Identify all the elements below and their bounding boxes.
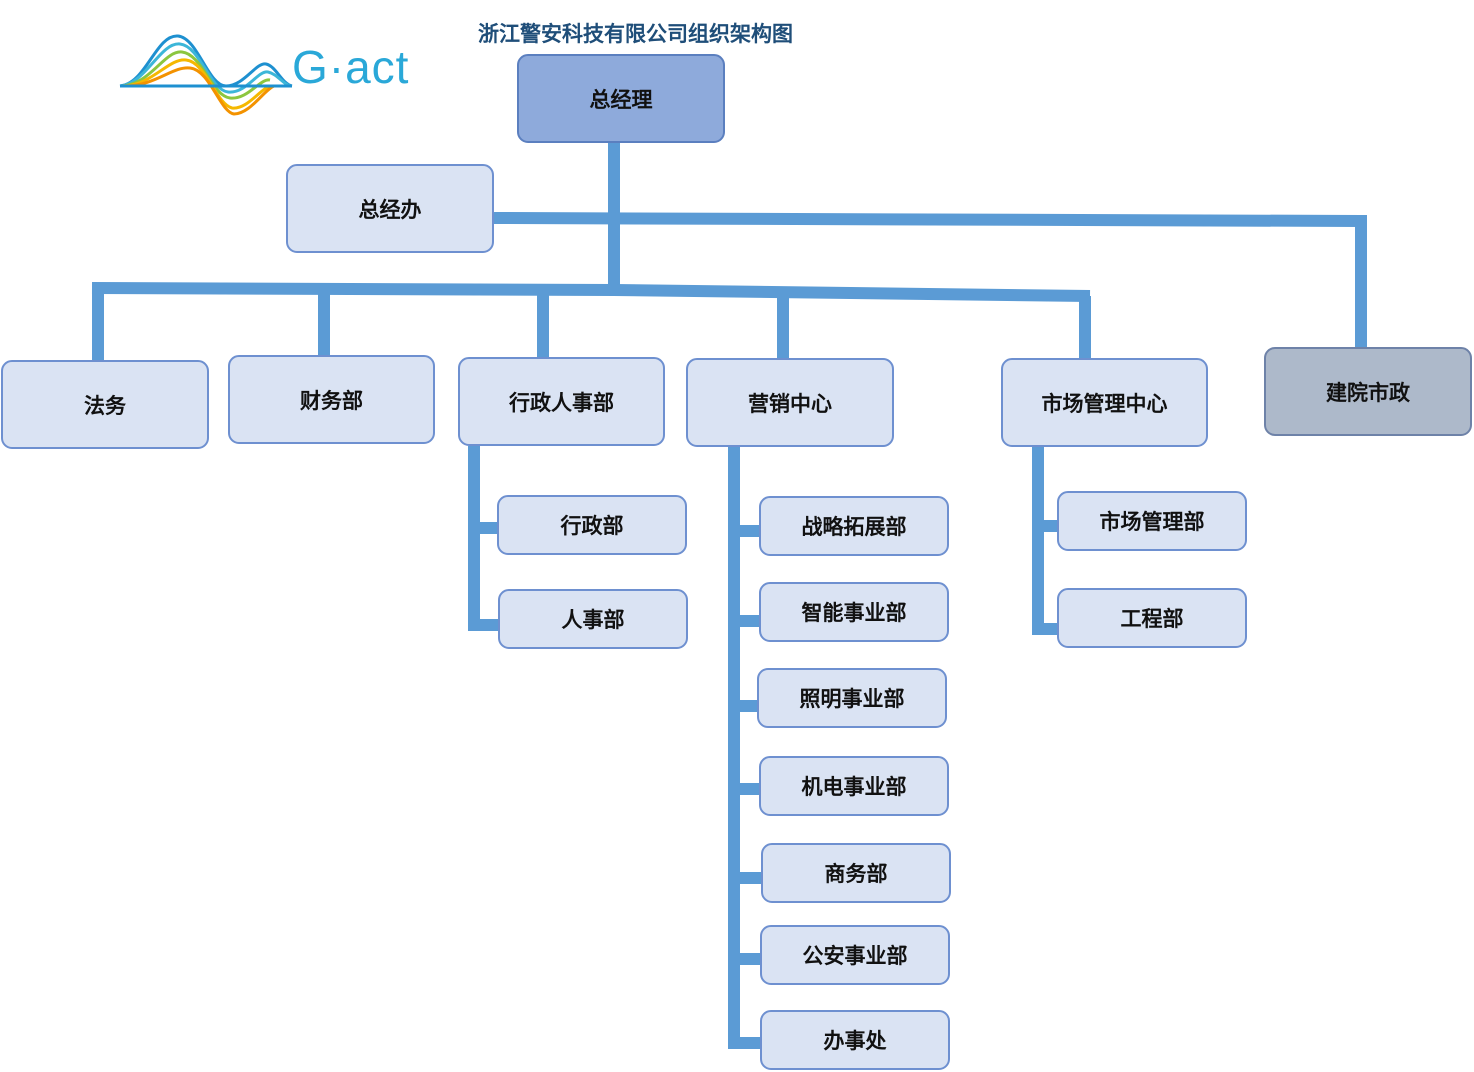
logo-text: G·act xyxy=(292,41,410,93)
node-admin-hr: 行政人事部 xyxy=(458,357,665,446)
node-legal: 法务 xyxy=(1,360,209,449)
node-strategy: 战略拓展部 xyxy=(759,496,949,556)
node-marketing-center: 营销中心 xyxy=(686,358,894,447)
connector xyxy=(91,282,1091,302)
connector xyxy=(493,212,1362,227)
node-smart: 智能事业部 xyxy=(759,582,949,642)
logo-wave-icon xyxy=(119,34,293,116)
node-office-branch: 办事处 xyxy=(760,1010,950,1070)
node-business: 商务部 xyxy=(761,843,951,903)
node-jianyuan: 建院市政 xyxy=(1264,347,1472,436)
node-police: 公安事业部 xyxy=(760,925,950,985)
node-finance: 财务部 xyxy=(228,355,435,444)
node-engineering: 工程部 xyxy=(1057,588,1247,648)
node-hr: 人事部 xyxy=(498,589,688,649)
node-market-mgmt: 市场管理部 xyxy=(1057,491,1247,551)
chart-title: 浙江警安科技有限公司组织架构图 xyxy=(478,22,793,46)
node-ceo: 总经理 xyxy=(517,54,725,143)
node-admin: 行政部 xyxy=(497,495,687,555)
node-market-mgmt-center: 市场管理中心 xyxy=(1001,358,1208,447)
node-electromech: 机电事业部 xyxy=(759,756,949,816)
node-lighting: 照明事业部 xyxy=(757,668,947,728)
node-general-office: 总经办 xyxy=(286,164,494,253)
company-logo: G·act xyxy=(116,24,416,120)
